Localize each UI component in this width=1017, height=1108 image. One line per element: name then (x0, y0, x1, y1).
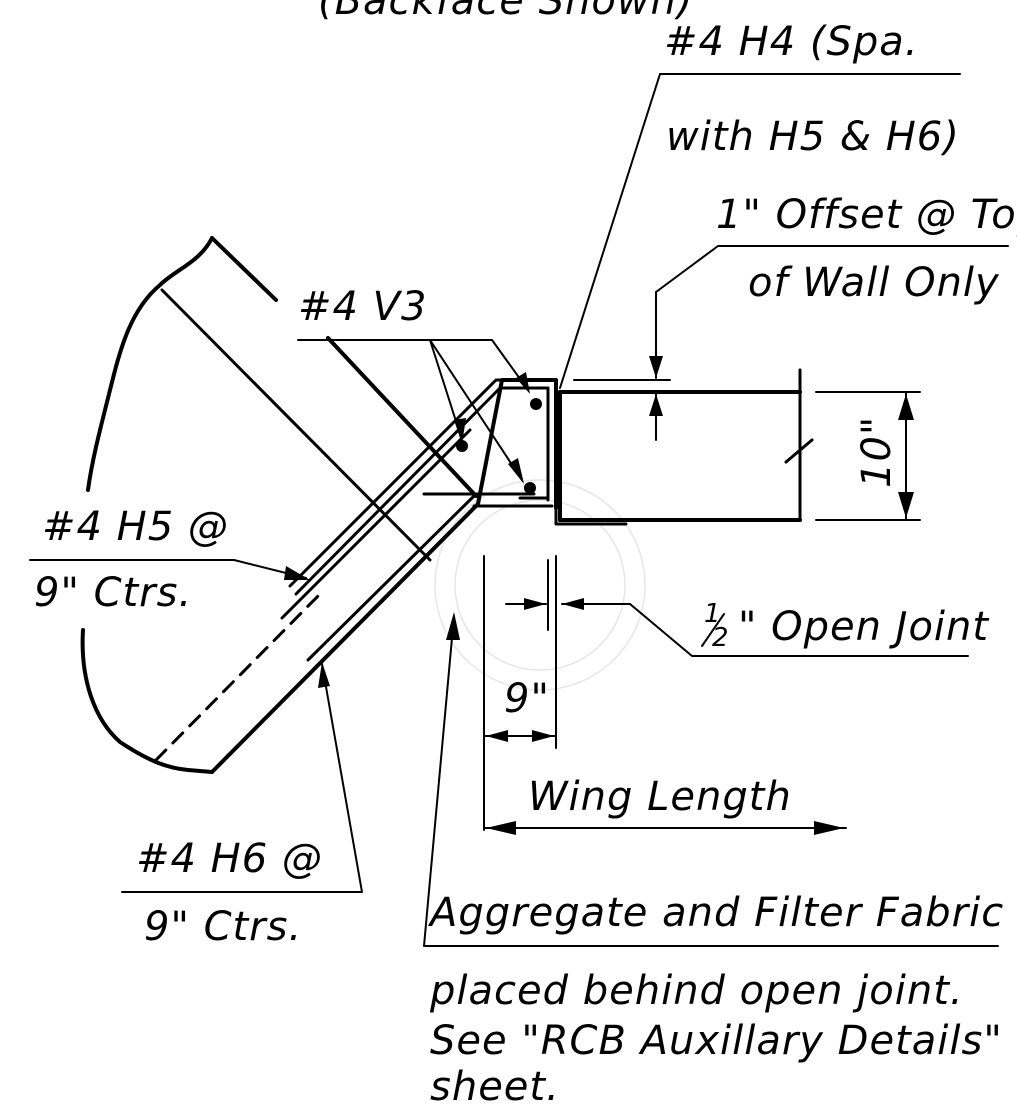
leader-h5 (29, 559, 310, 580)
open-joint-fraction-den: 2 (712, 623, 730, 653)
v3-bar-dot-2 (530, 398, 542, 410)
h5-bar (280, 428, 472, 620)
aggregate-note-line1: Aggregate and Filter Fabric (427, 890, 1004, 936)
view-title: (Backface Shown) (318, 0, 694, 24)
h4-label-line2: with H5 & H6) (666, 114, 960, 160)
open-joint-text: " Open Joint (738, 604, 989, 650)
wing-wall (80, 236, 554, 774)
dimension-10in (815, 391, 921, 521)
offset-label-line1: 1" Offset @ Top (716, 192, 1017, 238)
joint-lip (554, 508, 628, 526)
wing-irregular-edge-lower (80, 628, 214, 774)
leader-offset (655, 245, 1009, 293)
dim-9in-label: 9" (504, 676, 550, 722)
leader-v3 (297, 339, 530, 484)
h4-label-line1: #4 H4 (Spa. (664, 19, 919, 65)
headwall-break-tick (784, 438, 814, 464)
wing-break-line (210, 236, 278, 302)
v3-bar-dot-3 (524, 482, 536, 494)
h5-label-line2: 9" Ctrs. (34, 570, 192, 616)
v3-label: #4 V3 (298, 284, 428, 330)
headwall (558, 368, 814, 522)
offset-label-line2: of Wall Only (748, 260, 1000, 306)
h6-label-line2: 9" Ctrs. (144, 904, 302, 950)
v3-bar-dot-1 (456, 440, 468, 452)
wing-irregular-edge (86, 236, 214, 492)
dimension-wing-length (483, 821, 847, 835)
wing-length-label: Wing Length (528, 774, 792, 820)
h5-label-line1: #4 H5 @ (42, 504, 229, 550)
dimension-offset-1in (573, 291, 671, 441)
leader-aggregate (423, 612, 999, 947)
dimension-half-inch-joint (505, 559, 969, 657)
h6-label-line1: #4 H6 @ (136, 836, 323, 882)
corner-block (422, 378, 628, 526)
dim-10in-label: 10" (854, 416, 900, 488)
leader-h4 (559, 73, 961, 389)
h5-bar-dashed (154, 590, 324, 762)
open-joint-label: 1 2 " Open Joint (701, 599, 989, 653)
watermark-seal (434, 479, 646, 691)
wing-outer-face (210, 502, 480, 774)
h6-bar (306, 494, 476, 662)
wing-inner-face (326, 336, 478, 498)
dimension-9in (483, 555, 557, 831)
aggregate-note-line4: sheet. (430, 1064, 560, 1108)
aggregate-note-line3: See "RCB Auxillary Details" (430, 1018, 1003, 1064)
corner-top-edge (476, 378, 558, 510)
open-joint-fraction-num: 1 (704, 599, 722, 629)
leader-h6 (121, 662, 363, 893)
aggregate-note-line2: placed behind open joint. (429, 968, 964, 1014)
h4-bar-bend (294, 386, 550, 596)
